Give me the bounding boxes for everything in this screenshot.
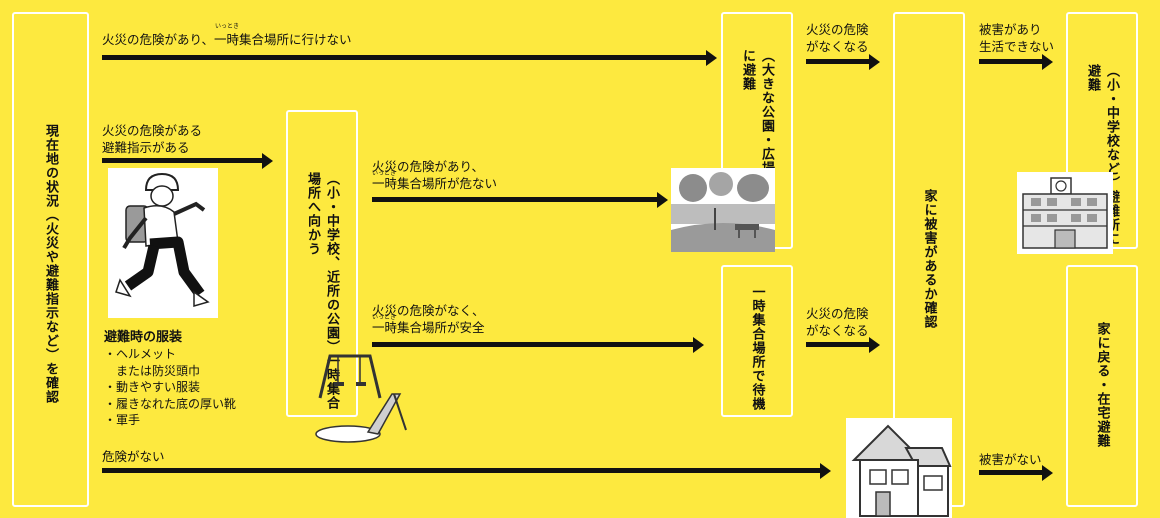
temporary-gathering-box: （小・中学校、近所の公園）一時集合場所へ向かう	[286, 110, 358, 417]
clothing-item: ・動きやすい服装	[104, 380, 201, 394]
arrow-fire-risk-line	[102, 158, 262, 163]
arrow-label-no-danger: 危険がない	[102, 449, 165, 464]
arrow-gathering-danger-line	[372, 197, 658, 202]
arrow-cannot-reach-line	[102, 55, 707, 60]
arrow-label-gathering-danger: 火災の危険があり、 一時集合場所が危ない	[372, 159, 498, 191]
arrow-label-damage: 被害があり 生活できない	[979, 22, 1055, 54]
wait-at-gathering-box: 一時集合場所で待機	[721, 265, 793, 417]
arrow-no-damage-head	[1042, 464, 1053, 481]
ruby-reading-1: いっとき	[215, 23, 240, 30]
current-status-box: 現在地の状況（火災や避難指示など）を確認	[12, 12, 89, 507]
arrow-gathering-danger-head	[657, 191, 668, 208]
arrow-label-fire-gone-mid: 火災の危険 がなくなる	[806, 306, 869, 338]
arrow-label-cannot-reach: 火災の危険があり、一時集合場所に行けない	[102, 32, 352, 47]
ruby-reading-3: いっとき	[372, 314, 397, 321]
arrow-no-damage-line	[979, 470, 1043, 475]
playground-illustration	[315, 354, 407, 443]
arrow-fire-gone-mid-head	[869, 336, 880, 353]
arrow-damage-line	[979, 59, 1043, 64]
arrow-no-danger-line	[102, 468, 821, 473]
arrow-label-no-damage: 被害がない	[979, 452, 1042, 467]
clothing-list: ・ヘルメット または防災頭巾 ・動きやすい服装 ・履きなれた底の厚い靴 ・軍手	[104, 346, 236, 429]
arrow-label-fire-gone-top: 火災の危険 がなくなる	[806, 22, 869, 54]
arrow-label-gathering-safe: 火災の危険がなく、 一時集合場所が安全	[372, 303, 485, 335]
current-status-text: 現在地の状況（火災や避難指示など）を確認	[43, 124, 58, 404]
temporary-gathering-text: （小・中学校、近所の公園）一時集合場所へ向かう	[305, 172, 339, 410]
clothing-item: ・軍手	[104, 413, 141, 427]
return-home-text: 家に戻る・在宅避難	[1094, 322, 1110, 448]
house-illustration	[846, 418, 952, 518]
clothing-title: 避難時の服装	[104, 330, 183, 345]
arrow-no-danger-head	[820, 462, 831, 479]
arrow-fire-risk-head	[262, 152, 273, 169]
arrow-gathering-safe-line	[372, 342, 694, 347]
arrow-gathering-safe-head	[693, 336, 704, 353]
arrow-label-fire-risk: 火災の危険がある 避難指示がある	[102, 123, 203, 155]
arrow-cannot-reach-head	[706, 49, 717, 66]
clothing-item: または防災頭巾	[104, 363, 201, 378]
check-house-damage-text: 家に被害があるか確認	[921, 189, 937, 329]
park-illustration	[671, 168, 775, 252]
arrow-damage-head	[1042, 53, 1053, 70]
arrow-fire-gone-top-head	[869, 53, 880, 70]
clothing-item: ・ヘルメット	[104, 347, 177, 361]
arrow-fire-gone-top-line	[806, 59, 870, 64]
ruby-reading-2: いっとき	[372, 170, 397, 177]
arrow-fire-gone-mid-line	[806, 342, 870, 347]
school-illustration	[1017, 172, 1113, 254]
running-person-illustration	[108, 168, 218, 318]
clothing-item: ・履きなれた底の厚い靴	[104, 396, 237, 411]
wait-at-gathering-text: 一時集合場所で待機	[749, 285, 765, 411]
return-home-box: 家に戻る・在宅避難	[1066, 265, 1138, 507]
